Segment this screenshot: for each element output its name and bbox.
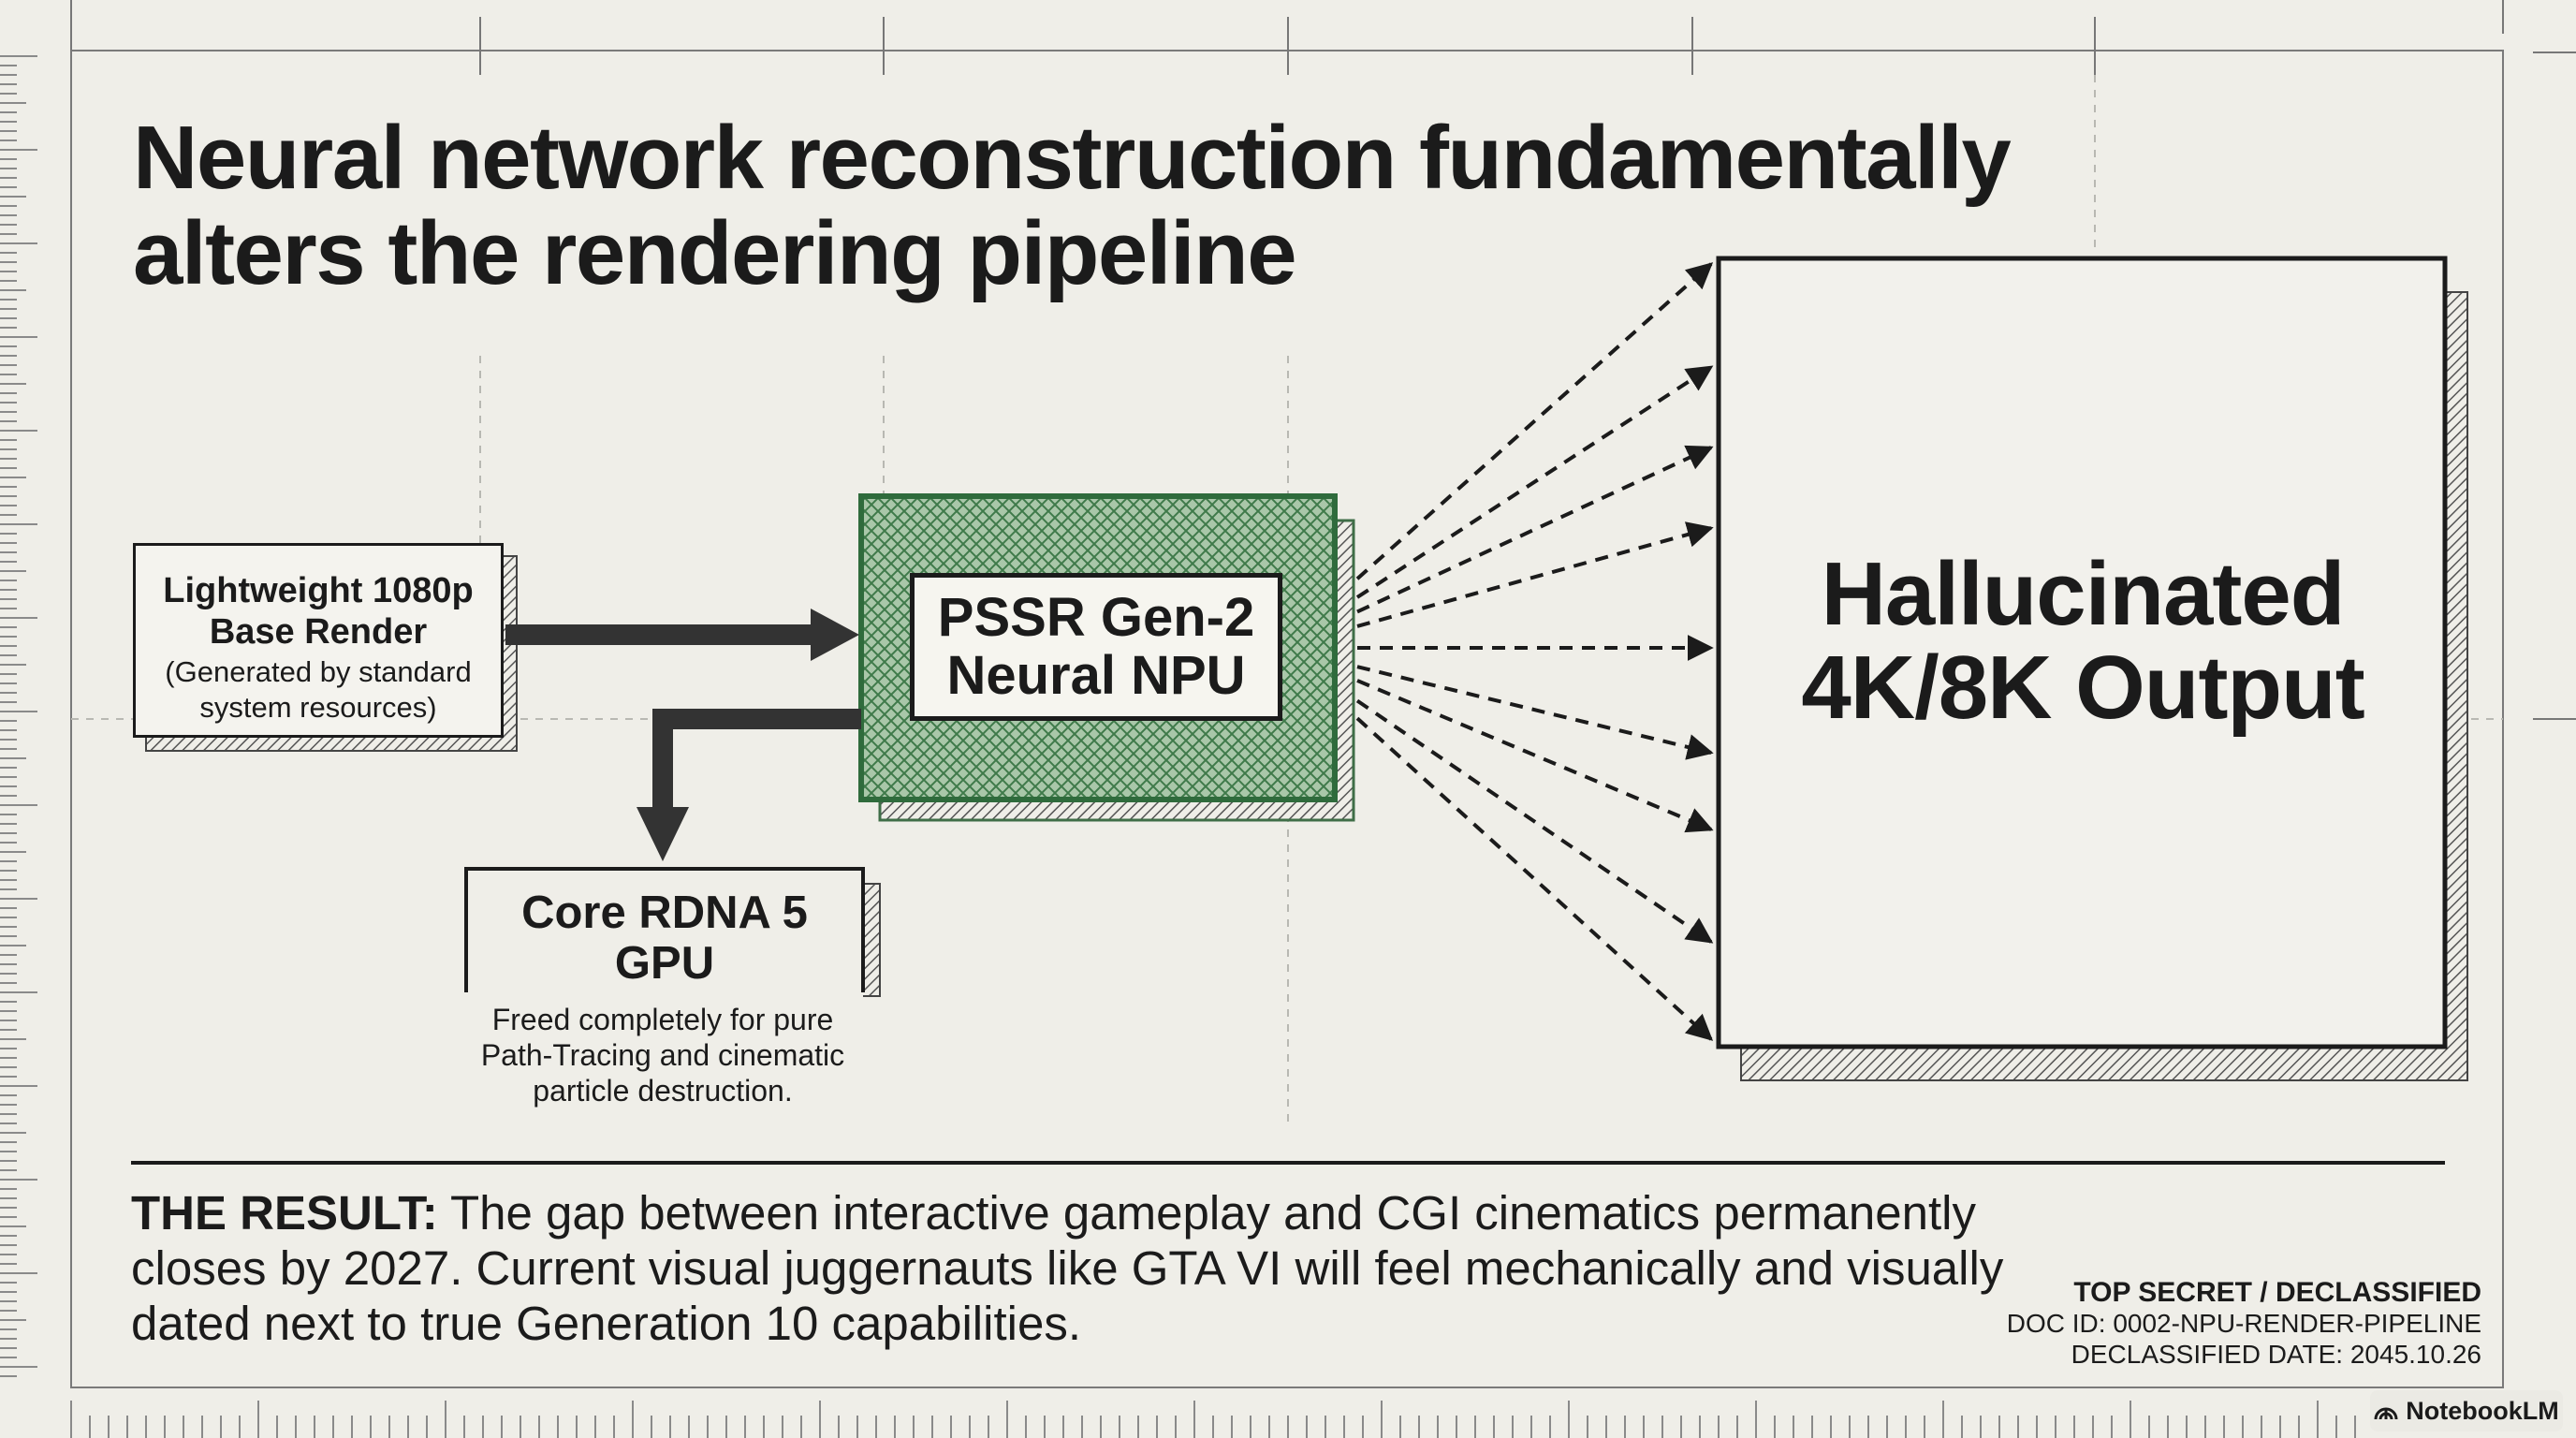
- result-label: THE RESULT:: [131, 1186, 438, 1240]
- doc-date: DECLASSIFIED DATE: 2045.10.26: [2071, 1340, 2481, 1369]
- title-line-2: alters the rendering pipeline: [133, 203, 1297, 303]
- gpu-box-fill: [466, 869, 863, 1000]
- title-line-1: Neural network reconstruction fundamenta…: [133, 108, 2012, 208]
- notebooklm-logo-icon: [2374, 1401, 2398, 1420]
- doc-classification: TOP SECRET / DECLASSIFIED: [2073, 1277, 2481, 1308]
- dashed-fan-arrows: [1355, 262, 1714, 1041]
- page-title: Neural network reconstruction fundamenta…: [133, 110, 2099, 301]
- arrow-input-to-npu-head: [811, 609, 859, 661]
- bottom-ruler: [70, 1401, 2356, 1438]
- brand-name: NotebookLM: [2406, 1396, 2559, 1425]
- gpu-desc-3: particle destruction.: [533, 1074, 793, 1108]
- input-box-sub-2: system resources): [199, 691, 437, 724]
- dashed-fan-arrow: [1356, 665, 1714, 760]
- input-box-title-2: Base Render: [209, 612, 428, 652]
- dashed-fan-arrow: [1356, 521, 1714, 628]
- gpu-box-border: [464, 867, 865, 992]
- left-ruler: [0, 55, 37, 1377]
- input-box: Lightweight 1080p Base Render (Generated…: [133, 543, 504, 738]
- gpu-desc-1: Freed completely for pure: [491, 1003, 834, 1036]
- dashed-fan-arrow: [1355, 716, 1714, 1041]
- result-statement: THE RESULT: The gap between interactive …: [131, 1185, 2078, 1351]
- input-box-title-1: Lightweight 1080p: [163, 571, 474, 610]
- output-box-label: Hallucinated 4K/8K Output: [1722, 548, 2443, 735]
- npu-label-box: PSSR Gen-2 Neural NPU: [910, 573, 1282, 721]
- notebooklm-badge[interactable]: NotebookLM: [2370, 1390, 2563, 1431]
- top-ruler-ticks: [70, 0, 2504, 75]
- doc-id: DOC ID: 0002-NPU-RENDER-PIPELINE: [2006, 1309, 2481, 1338]
- document-info: TOP SECRET / DECLASSIFIED DOC ID: 0002-N…: [2007, 1277, 2481, 1370]
- npu-title-1: PSSR Gen-2: [937, 587, 1255, 648]
- dashed-fan-arrow: [1355, 365, 1714, 599]
- gpu-title-2: GPU: [614, 938, 715, 989]
- result-text: The gap between interactive gameplay and…: [131, 1186, 2004, 1350]
- output-title-1: Hallucinated: [1821, 544, 2346, 644]
- dashed-fan-arrow: [1355, 698, 1714, 944]
- npu-title-2: Neural NPU: [946, 645, 1246, 706]
- guide-lines: [71, 75, 2503, 1123]
- output-box: [1716, 256, 2448, 1049]
- output-title-2: 4K/8K Output: [1801, 638, 2364, 738]
- dashed-fan-arrow: [1355, 262, 1714, 580]
- dashed-fan-arrow: [1356, 679, 1714, 833]
- gpu-desc-2: Path-Tracing and cinematic: [480, 1038, 845, 1072]
- arrow-npu-to-gpu: [652, 709, 861, 813]
- gpu-box-title: Core RDNA 5 GPU: [466, 888, 863, 989]
- input-box-sub-1: (Generated by standard: [165, 655, 472, 688]
- arrow-npu-to-gpu-head: [637, 807, 689, 861]
- gpu-description: Freed completely for pure Path-Tracing a…: [447, 1002, 878, 1108]
- dashed-fan-arrow: [1356, 445, 1714, 614]
- gpu-title-1: Core RDNA 5: [521, 888, 808, 938]
